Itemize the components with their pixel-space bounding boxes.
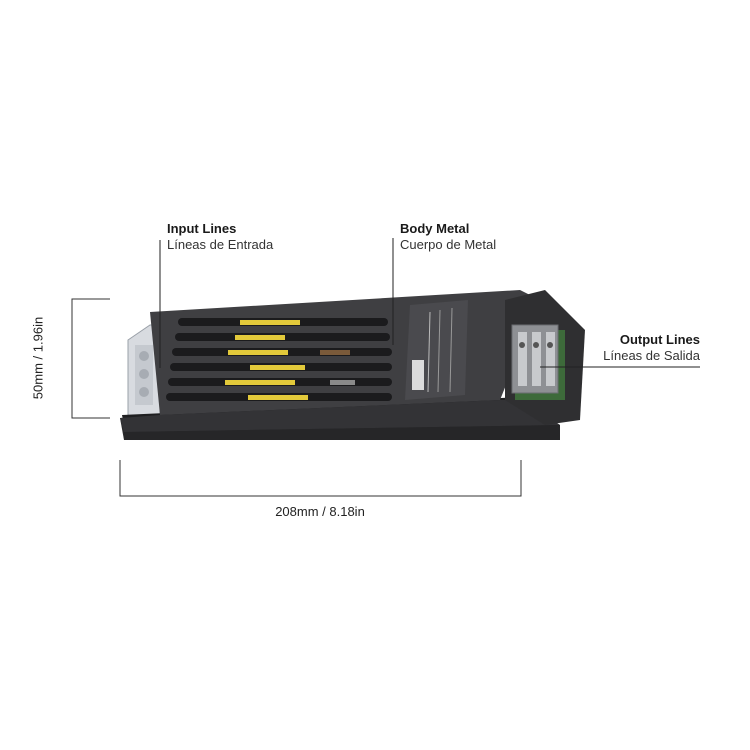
body-metal-title: Body Metal xyxy=(400,221,470,236)
output-lines-subtitle: Líneas de Salida xyxy=(603,348,700,364)
input-lines-label: Input Lines Líneas de Entrada xyxy=(167,221,273,254)
body-metal-label: Body Metal Cuerpo de Metal xyxy=(400,221,496,254)
body-metal-subtitle: Cuerpo de Metal xyxy=(400,237,497,253)
width-dimension-label: 208mm / 8.18in xyxy=(275,504,365,519)
height-dimension-bracket xyxy=(71,298,110,419)
vent-grille xyxy=(166,318,392,401)
height-dimension-label: 50mm / 1.96in xyxy=(30,316,46,400)
input-terminal-block xyxy=(127,324,161,419)
width-dimension-bracket xyxy=(119,460,522,497)
input-lines-subtitle: Líneas de Entrada xyxy=(167,237,274,253)
output-terminal-block xyxy=(505,290,585,425)
input-lines-title: Input Lines xyxy=(167,221,237,236)
product-label-sticker xyxy=(405,300,468,400)
output-lines-label: Output Lines Líneas de Salida xyxy=(603,332,700,365)
output-lines-title: Output Lines xyxy=(619,332,700,347)
